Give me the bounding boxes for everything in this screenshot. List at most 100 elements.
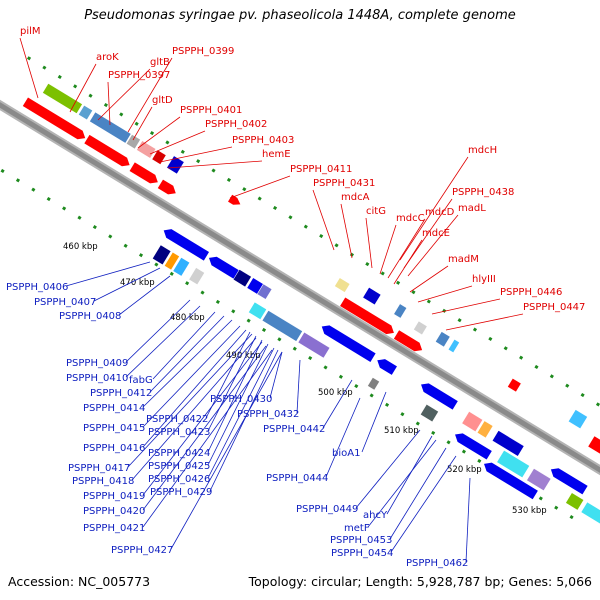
gene-feature	[507, 377, 522, 393]
ruler-dot	[185, 281, 190, 286]
tick-label: 470 kbp	[120, 278, 155, 288]
ruler-dot	[554, 505, 559, 510]
ruler-dot	[88, 93, 93, 98]
ruler-dot	[103, 102, 108, 108]
reverse-gene-arrow	[163, 229, 210, 261]
gene-block	[232, 269, 252, 288]
reverse-leader-line	[465, 477, 471, 563]
gene-block	[420, 403, 439, 423]
gene-feature	[455, 433, 492, 460]
reverse-leader-line	[127, 333, 253, 468]
gene-block	[413, 320, 428, 336]
reverse-gene-label: metF	[344, 523, 370, 534]
gene-block	[435, 331, 451, 348]
gene-feature	[435, 331, 451, 348]
forward-leader-line	[132, 106, 153, 141]
ruler-dot	[92, 225, 97, 230]
gene-feature	[580, 501, 600, 526]
gene-block	[125, 134, 141, 150]
reverse-leader-line	[131, 337, 257, 481]
gene-feature	[420, 403, 439, 423]
gene-feature	[367, 377, 380, 391]
ruler-dot	[46, 196, 51, 202]
reverse-leader-line	[207, 339, 263, 453]
gene-block	[89, 111, 132, 144]
ruler-dot	[384, 402, 390, 407]
gene-block	[334, 277, 351, 293]
gene-block	[476, 420, 494, 439]
ruler-dot	[277, 337, 282, 342]
gene-feature	[78, 104, 94, 121]
gene-feature	[297, 331, 331, 359]
reverse-leader-line	[325, 397, 361, 478]
ruler-dot	[272, 205, 278, 211]
gene-feature	[22, 97, 86, 140]
forward-gene-label: mdcA	[341, 192, 370, 203]
gene-block	[188, 267, 205, 286]
ruler-dot	[369, 393, 374, 398]
reverse-leader-line	[93, 267, 161, 302]
reverse-leader-line	[142, 341, 263, 496]
gene-feature	[491, 430, 525, 457]
ruler-dot	[196, 159, 201, 164]
reverse-gene-label: PSPPH_0444	[266, 473, 328, 484]
ruler-dot	[119, 112, 124, 117]
gene-feature	[393, 303, 408, 319]
reverse-leader-line	[389, 447, 447, 540]
gene-feature	[164, 251, 180, 271]
forward-gene-arrow	[157, 179, 176, 195]
gene-feature	[567, 409, 588, 430]
forward-gene-arrow	[588, 436, 600, 454]
ruler-dot	[565, 383, 570, 388]
ruler-dot	[472, 327, 478, 332]
gene-feature	[163, 229, 210, 261]
gene-block	[297, 331, 331, 359]
forward-leader-line	[159, 146, 233, 163]
gene-block	[152, 244, 172, 266]
ruler-dot	[257, 196, 262, 201]
ruler-dot	[338, 374, 343, 379]
tick-label: 500 kbp	[318, 388, 353, 398]
reverse-gene-label: fabG	[129, 375, 153, 386]
gene-block	[261, 310, 303, 342]
gene-block	[567, 409, 588, 430]
gene-block	[136, 140, 157, 159]
ruler-dot	[534, 364, 539, 370]
reverse-gene-label: ahcY	[363, 510, 388, 521]
gene-block	[42, 83, 83, 114]
reverse-leader-line	[296, 359, 301, 414]
ruler-dot	[200, 290, 205, 295]
gene-block	[496, 449, 530, 479]
gene-block	[526, 468, 552, 492]
forward-gene-label: PSPPH_0411	[290, 164, 352, 175]
ruler-dot	[446, 440, 451, 445]
ruler-dot	[57, 74, 62, 80]
gene-block	[580, 501, 600, 526]
gene-feature	[526, 468, 552, 492]
forward-leader-line	[399, 156, 469, 261]
ruler-dot	[180, 149, 185, 154]
gene-feature	[565, 492, 585, 511]
ruler-dot	[31, 187, 36, 192]
reverse-leader-line	[367, 439, 437, 528]
forward-gene-arrow	[228, 194, 241, 205]
gene-block	[172, 257, 191, 277]
ruler-dot	[73, 84, 78, 89]
reverse-leader-line	[361, 391, 387, 453]
forward-gene-label: PSPPH_0447	[523, 302, 585, 313]
accession-text: Accession: NC_005773	[8, 574, 151, 589]
ruler-dot	[400, 412, 405, 417]
ruler-dot	[538, 496, 543, 501]
reverse-gene-label: PSPPH_0422	[146, 414, 208, 425]
ruler-dot	[15, 178, 21, 183]
reverse-leader-line	[142, 349, 273, 528]
ruler-dot	[580, 392, 585, 398]
reverse-gene-label: PSPPH_0416	[83, 443, 145, 454]
gene-feature	[393, 330, 423, 352]
forward-gene-label: hemE	[262, 149, 291, 160]
backbone	[0, 102, 600, 473]
ruler-dot	[569, 515, 574, 520]
forward-leader-line	[107, 81, 111, 126]
ruler-dot	[477, 458, 482, 464]
reverse-leader-line	[209, 349, 279, 492]
